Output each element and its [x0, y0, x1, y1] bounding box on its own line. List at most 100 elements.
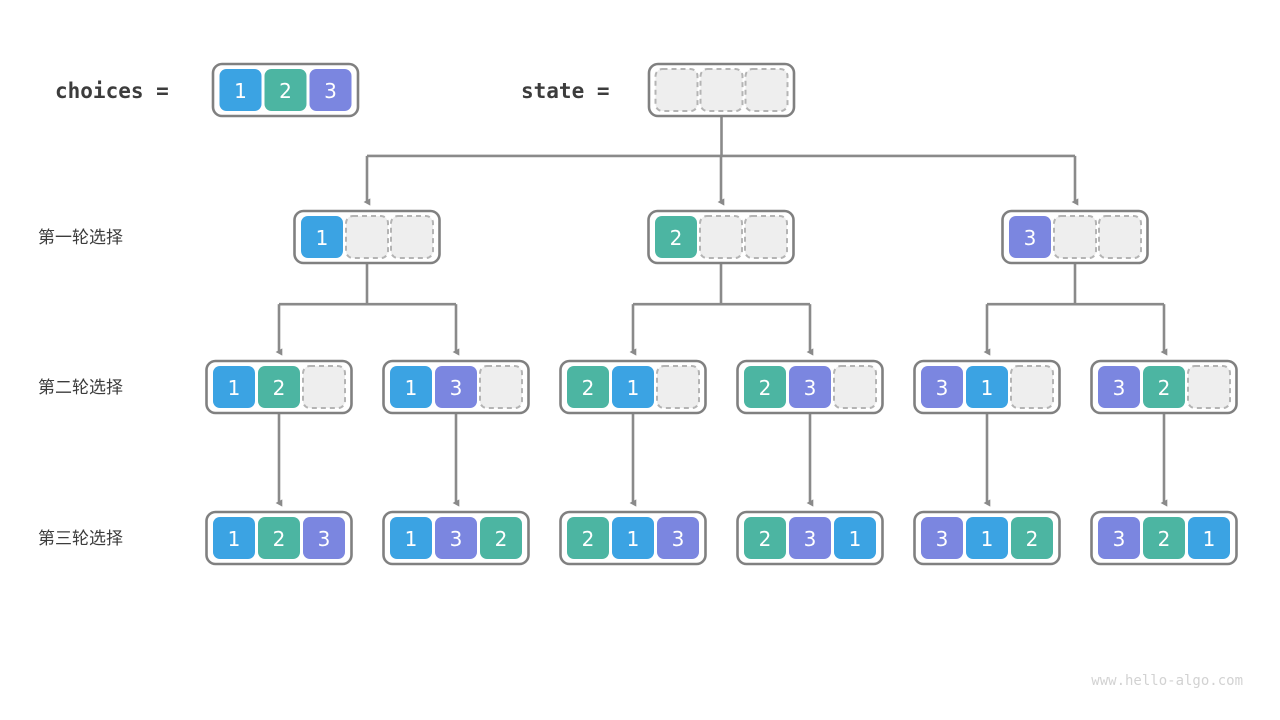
cell-number: 2: [759, 376, 772, 400]
state-node-r3-3: 2 3 1: [736, 510, 884, 566]
cell-number: 1: [405, 527, 418, 551]
cell-empty: [1010, 365, 1054, 409]
cell-number: 2: [1158, 527, 1171, 551]
cell-number: 3: [1024, 226, 1037, 250]
cell-value-1: [213, 366, 255, 408]
row-label-2: 第二轮选择: [38, 378, 123, 398]
cell-number: 2: [759, 527, 772, 551]
edge-group-r12-to-r2: [983, 263, 1168, 356]
cell-empty: [390, 215, 434, 259]
cell-empty: [1098, 215, 1142, 259]
state-node-r3-2: 2 1 3: [559, 510, 707, 566]
cell-value-3: [789, 517, 831, 559]
cell-empty: [656, 365, 700, 409]
state-node-root: [647, 62, 796, 118]
cell-number: 3: [804, 527, 817, 551]
state-node-r3-0: 1 2 3: [205, 510, 353, 566]
cell-value-1: [834, 517, 876, 559]
cell-number: 1: [627, 527, 640, 551]
cell-empty: [479, 365, 523, 409]
cell-value-1: [219, 69, 262, 111]
edge-group-r10-to-r2: [275, 263, 460, 356]
cell-number: 1: [228, 527, 241, 551]
cell-empty: [345, 215, 389, 259]
cell-value-1: [612, 366, 654, 408]
cell-value-2: [744, 517, 786, 559]
cell-empty: [1187, 365, 1231, 409]
cell-number: 3: [318, 527, 331, 551]
cell-number: 2: [582, 527, 595, 551]
cell-number: 1: [1203, 527, 1216, 551]
cell-number: 1: [405, 376, 418, 400]
row-label-3: 第三轮选择: [38, 529, 123, 549]
cell-number: 3: [672, 527, 685, 551]
cell-value-2: [258, 517, 300, 559]
cell-value-3: [657, 517, 699, 559]
cell-number: 3: [1113, 527, 1126, 551]
cell-value-3: [309, 69, 352, 111]
cell-value-3: [435, 517, 477, 559]
cell-value-3: [921, 366, 963, 408]
edge-group-r11-to-r2: [629, 263, 814, 356]
cell-number: 3: [936, 376, 949, 400]
cell-number: 1: [228, 376, 241, 400]
cell-value-1: [966, 517, 1008, 559]
cell-value-3: [921, 517, 963, 559]
row-label-1: 第一轮选择: [38, 228, 123, 248]
cell-number: 2: [582, 376, 595, 400]
edge-group-root-to-r1: [363, 116, 1079, 206]
cell-number: 2: [273, 527, 286, 551]
cell-value-2: [744, 366, 786, 408]
cell-empty: [744, 215, 788, 259]
cell-value-2: [567, 517, 609, 559]
cell-value-2: [655, 216, 697, 258]
cell-number: 3: [936, 527, 949, 551]
cell-number: 1: [316, 226, 329, 250]
cell-value-2: [1143, 366, 1185, 408]
cell-empty: [699, 215, 743, 259]
cell-number: 1: [849, 527, 862, 551]
cell-value-2: [567, 366, 609, 408]
cell-number: 1: [627, 376, 640, 400]
state-node-r1-1: 2: [647, 209, 795, 265]
state-label: state =: [521, 79, 610, 103]
cell-value-1: [390, 366, 432, 408]
cell-value-3: [1098, 366, 1140, 408]
cell-value-3: [303, 517, 345, 559]
cell-value-1: [612, 517, 654, 559]
cell-value-2: [258, 366, 300, 408]
state-node-r1-2: 3: [1001, 209, 1149, 265]
watermark-text: www.hello-algo.com: [1091, 673, 1243, 689]
cell-value-2: [1143, 517, 1185, 559]
cell-number: 2: [279, 79, 292, 103]
state-node-r1-0: 1: [293, 209, 441, 265]
cell-number: 3: [324, 79, 337, 103]
cell-number: 1: [234, 79, 247, 103]
cell-value-2: [480, 517, 522, 559]
cell-empty: [302, 365, 346, 409]
cell-value-3: [1009, 216, 1051, 258]
cell-number: 1: [981, 376, 994, 400]
cell-number: 2: [1158, 376, 1171, 400]
cell-value-3: [1098, 517, 1140, 559]
cell-value-1: [301, 216, 343, 258]
cell-number: 3: [450, 527, 463, 551]
cell-number: 2: [1026, 527, 1039, 551]
cell-value-1: [966, 366, 1008, 408]
cell-value-2: [1011, 517, 1053, 559]
cell-number: 2: [273, 376, 286, 400]
cell-value-1: [1188, 517, 1230, 559]
state-node-choices: 1 2 3: [211, 62, 360, 118]
cell-value-3: [789, 366, 831, 408]
cell-number: 3: [450, 376, 463, 400]
